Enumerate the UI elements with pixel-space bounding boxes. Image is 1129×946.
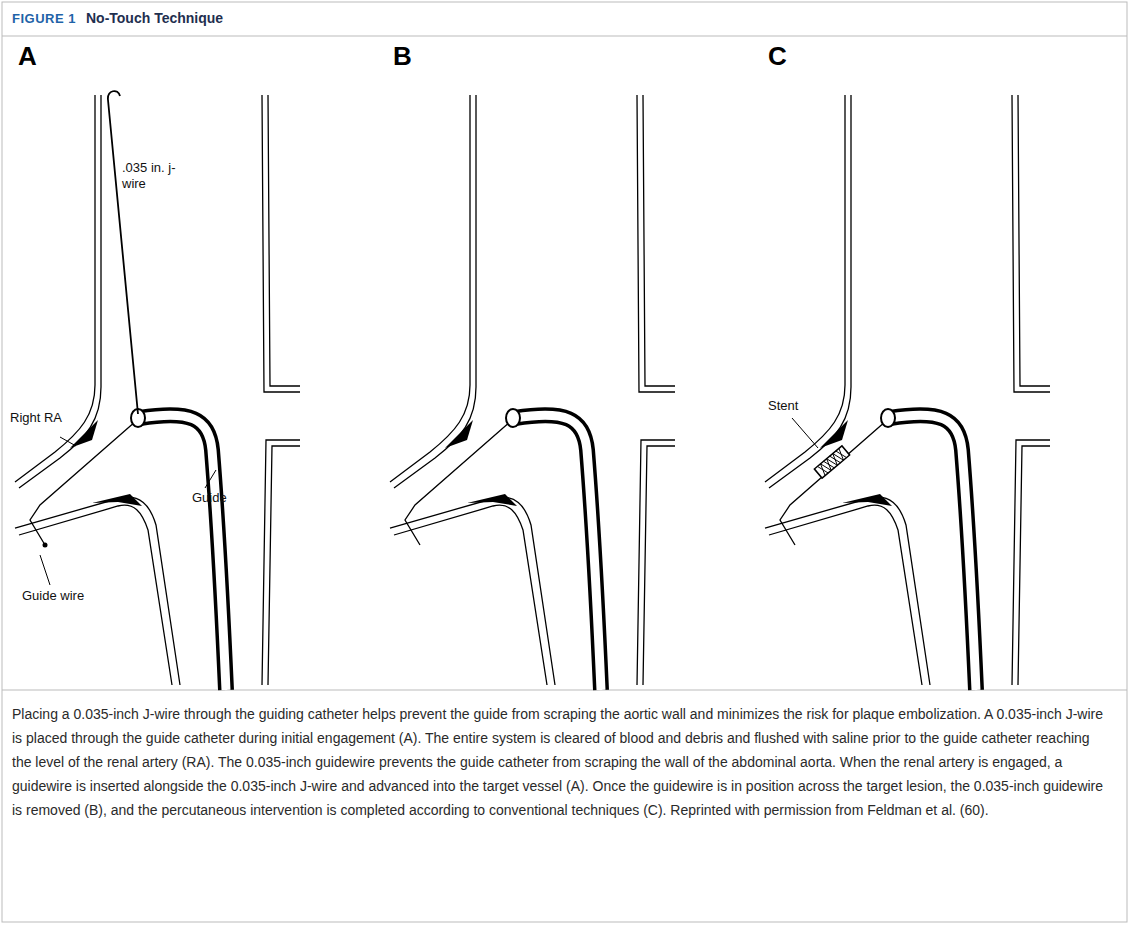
caption-rule [2,690,1127,691]
figure-number: FIGURE 1 [12,11,76,27]
panel-letter: C [768,40,787,73]
panel-letter: A [18,40,37,73]
figure-caption: Placing a 0.035-inch J-wire through the … [12,702,1112,822]
part-label: Guide wire [22,588,84,604]
panel-b [390,95,675,690]
panel-a [15,91,300,690]
panel-c [765,95,1050,690]
figure-title: No-Touch Technique [86,10,223,26]
frame [2,2,1127,922]
part-label: .035 in. j-wire [122,160,184,193]
header-rule [2,36,1127,37]
panel-letter: B [393,40,412,73]
part-label: Right RA [10,410,62,426]
part-label: Guide [192,490,227,506]
part-label: Stent [768,398,798,414]
stent [814,446,849,478]
